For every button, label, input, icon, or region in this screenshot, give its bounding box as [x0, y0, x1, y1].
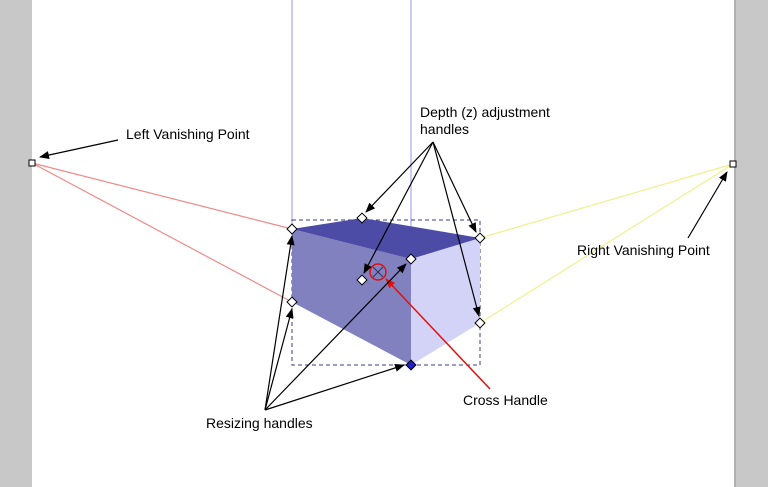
arrow-resize-1 — [264, 235, 295, 411]
resize-handle-bottom-left[interactable] — [286, 296, 298, 308]
arrow-resize-3 — [264, 263, 407, 411]
3d-box[interactable] — [292, 218, 480, 365]
arrow-depth-1 — [365, 141, 434, 213]
arrow-resize-2 — [264, 308, 294, 411]
arrow-depth-2 — [363, 141, 434, 274]
box-face-top[interactable] — [292, 218, 480, 259]
right-vanishing-point-handle[interactable] — [729, 160, 737, 168]
arrow-depth-4 — [432, 141, 481, 317]
left-perspective-line-bottom — [31, 162, 293, 303]
left-vanishing-point-handle[interactable] — [28, 159, 36, 167]
arrow-resize-4 — [264, 363, 405, 411]
resize-handle-top-left[interactable] — [286, 223, 298, 235]
arrow-left-vp — [39, 139, 119, 159]
arrow-right-vp — [687, 171, 728, 239]
resize-handle-front-top[interactable] — [405, 253, 417, 265]
right-perspective-lines — [479, 163, 734, 324]
right-perspective-line-top — [479, 163, 734, 239]
label-right-vanishing-point: Right Vanishing Point — [577, 242, 710, 258]
label-left-vanishing-point: Left Vanishing Point — [126, 126, 250, 142]
arrow-depth-3 — [432, 141, 477, 233]
box-face-right[interactable] — [411, 238, 480, 365]
depth-handle-top-back[interactable] — [356, 212, 368, 224]
box-face-left[interactable] — [292, 229, 411, 365]
depth-handle-right-top[interactable] — [474, 232, 486, 244]
cross-handle-x2 — [372, 266, 384, 278]
resize-handle-front-bottom[interactable] — [405, 359, 417, 371]
depth-handle-right-bottom[interactable] — [474, 317, 486, 329]
depth-handle-center[interactable] — [356, 274, 368, 286]
left-perspective-lines — [31, 162, 293, 303]
right-perspective-line-bottom — [479, 163, 734, 324]
label-cross-handle: Cross Handle — [463, 392, 548, 408]
left-perspective-line-top — [31, 162, 293, 230]
label-depth-line-1: Depth (z) adjustment — [420, 104, 550, 120]
label-resizing-handles: Resizing handles — [206, 415, 313, 431]
arrow-cross-handle — [385, 278, 491, 390]
vertical-guide-lines — [291, 0, 412, 259]
box-handles[interactable] — [286, 212, 486, 371]
annotation-arrows — [39, 139, 728, 411]
label-depth-line-2: handles — [420, 121, 469, 137]
